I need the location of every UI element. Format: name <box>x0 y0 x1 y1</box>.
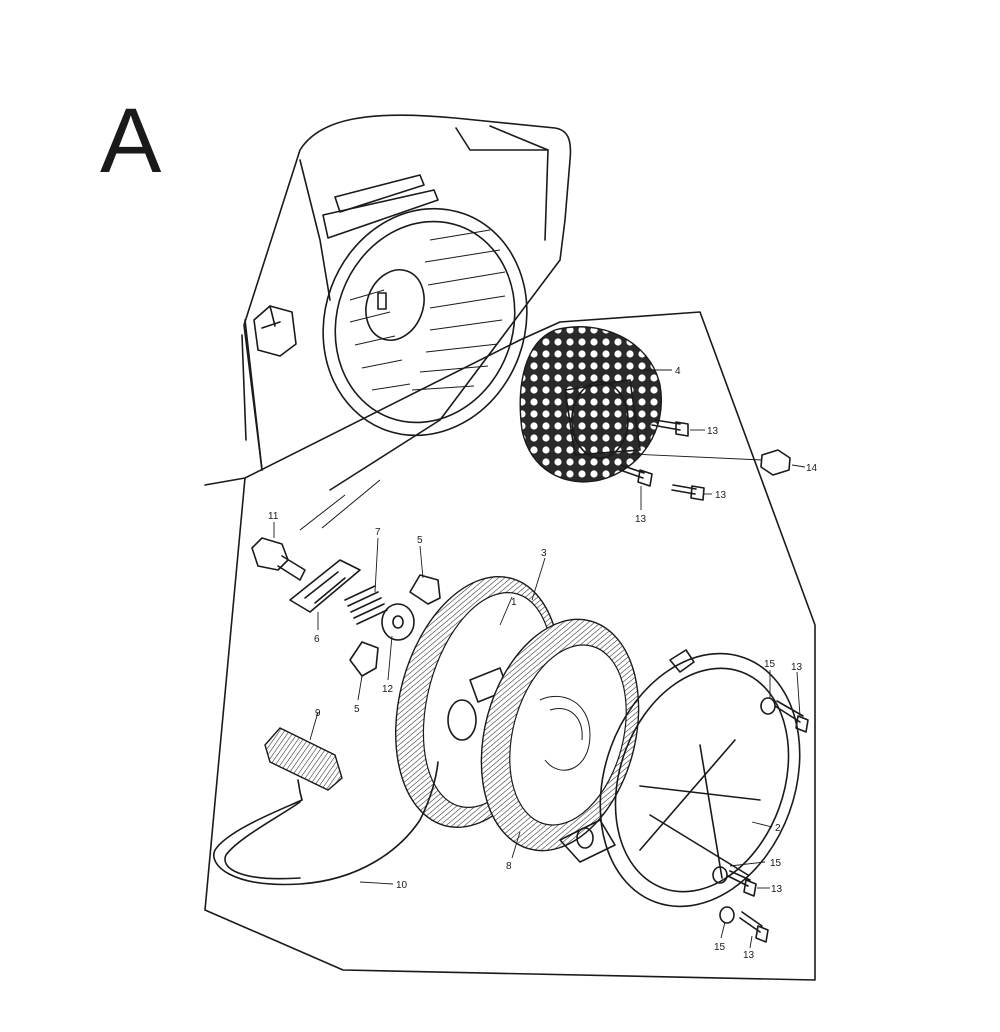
callout-5: 5 <box>417 535 423 546</box>
callout-14: 14 <box>806 463 818 474</box>
callout-5: 5 <box>354 704 360 715</box>
callout-13: 13 <box>791 662 803 673</box>
callout-13: 13 <box>635 514 647 525</box>
callout-15: 15 <box>714 942 726 953</box>
callout-7: 7 <box>375 527 381 538</box>
callout-13: 13 <box>771 884 783 895</box>
screws-cover <box>712 697 809 943</box>
callout-13: 13 <box>715 490 727 501</box>
section-letter: A <box>100 90 162 192</box>
part-bolt-11 <box>251 537 306 581</box>
screws-hub <box>619 419 705 501</box>
callout-1: 1 <box>511 597 517 608</box>
callout-15: 15 <box>764 659 776 670</box>
callout-4: 4 <box>675 366 681 377</box>
engine-housing <box>241 114 572 491</box>
callout-13: 13 <box>743 950 755 961</box>
part-pawl-5-bottom <box>349 641 379 677</box>
part-spring-7 <box>344 585 388 625</box>
part-handle-9 <box>264 727 343 801</box>
part-cover-2 <box>559 649 801 908</box>
nut-14 <box>760 449 791 476</box>
part-hub-perforated <box>519 326 662 483</box>
callout-8: 8 <box>506 861 512 872</box>
part-spring-housing-8 <box>480 618 640 852</box>
assembly-boundary <box>204 311 816 981</box>
leader-lines <box>273 369 806 949</box>
callout-10: 10 <box>396 880 408 891</box>
callout-12: 12 <box>382 684 394 695</box>
callout-2: 2 <box>775 823 781 834</box>
part-rope-10 <box>213 761 439 886</box>
callout-6: 6 <box>314 634 320 645</box>
part-washer-12 <box>381 603 415 641</box>
part-plate-6 <box>289 559 361 613</box>
callout-15: 15 <box>770 858 782 869</box>
callout-11: 11 <box>268 511 279 522</box>
callout-13: 13 <box>707 426 719 437</box>
callout-9: 9 <box>315 708 321 719</box>
callout-3: 3 <box>541 548 547 559</box>
callout-labels: 4 13 14 13 13 11 7 5 3 6 12 5 1 9 15 13 … <box>268 366 818 961</box>
part-pawl-5-top <box>409 574 441 605</box>
